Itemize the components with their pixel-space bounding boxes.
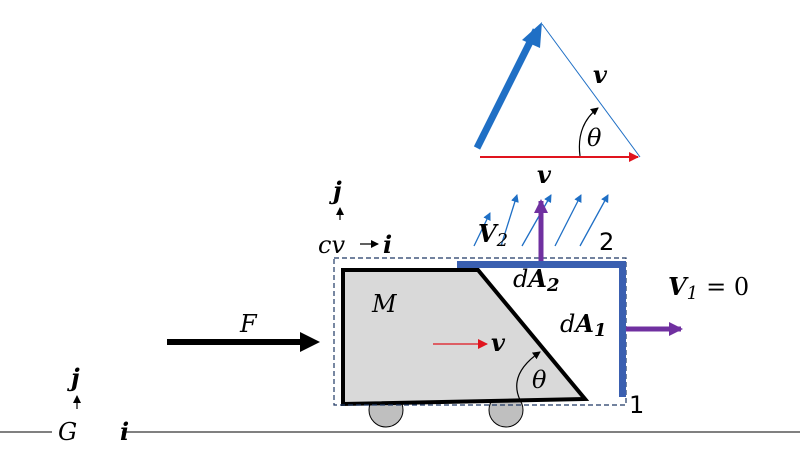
dA1-A: A (573, 309, 594, 338)
label-cv: cv (318, 231, 345, 259)
label-i-cv: i (383, 230, 392, 259)
dA2-d: d (513, 265, 528, 293)
flow-arrow (473, 212, 491, 247)
thin-blue-vector (541, 23, 641, 158)
label-v-top-right: v (593, 60, 608, 89)
label-G: G (58, 418, 77, 446)
force-arrowhead (300, 332, 320, 352)
label-mask (52, 418, 122, 444)
text-labels: v θ v j cv i V2 2 dA2 V1= 0 M F dA1 v θ … (52, 60, 749, 446)
label-dA2: dA2 (513, 264, 560, 296)
V2-sub: 2 (496, 230, 508, 251)
velocity-triangle (473, 22, 641, 162)
theta-arc-cart (516, 351, 541, 401)
purple-vectors (534, 199, 683, 336)
label-F: F (239, 310, 258, 338)
cart-body (341, 268, 590, 407)
flow-arrow (500, 194, 519, 247)
thick-blue-vector (473, 28, 540, 150)
label-V1: V1 = 0 (668, 272, 749, 304)
dA1-d: d (560, 310, 575, 338)
V2-letter: V (478, 219, 499, 248)
label-j-cv: j (329, 176, 342, 205)
flow-arrow (521, 194, 552, 247)
label-station-1: 1 (629, 391, 644, 419)
label-v-cart: v (491, 328, 506, 357)
label-V2: V2 (478, 219, 508, 251)
flow-arrow (579, 194, 609, 247)
flow-arrows-station-2 (473, 194, 609, 247)
V1-sub: 1 (687, 283, 698, 304)
dA2-sub: 2 (546, 275, 560, 296)
right-plate (619, 268, 626, 397)
label-i-G: i (120, 417, 129, 446)
label-M: M (371, 290, 398, 318)
theta-arc-top (578, 107, 599, 157)
label-j-G: j (67, 363, 80, 392)
label-theta-cart: θ (532, 366, 547, 394)
label-dA1: dA1 (560, 309, 607, 341)
dA1-sub: 1 (594, 320, 607, 341)
flow-arrow (554, 194, 582, 247)
top-plate (457, 261, 626, 268)
label-v-top-bottom: v (537, 160, 552, 189)
thick-blue-arrowhead (522, 22, 542, 48)
V1-eq: = 0 (706, 273, 749, 301)
label-station-2: 2 (599, 228, 614, 256)
label-theta-top: θ (587, 124, 602, 152)
V1-letter: V (668, 272, 689, 301)
dA2-A: A (526, 264, 547, 293)
control-volume-boundary (333, 257, 627, 406)
cart (341, 268, 590, 428)
